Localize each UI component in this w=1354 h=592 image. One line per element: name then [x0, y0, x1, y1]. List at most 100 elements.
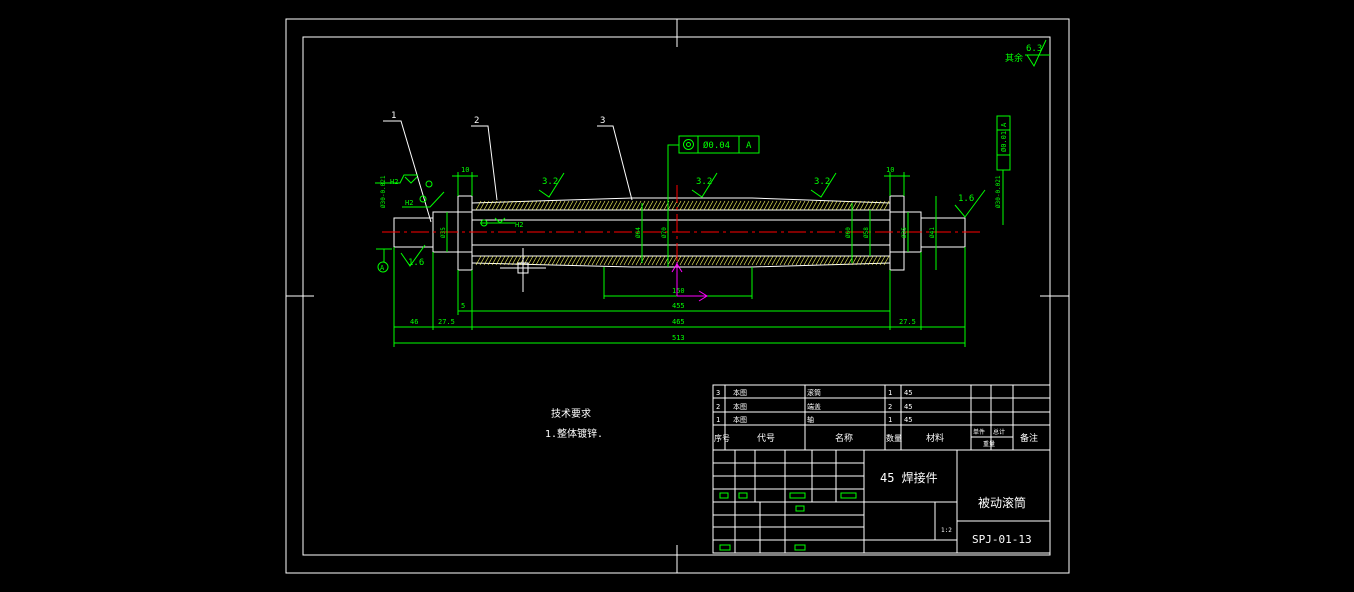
hatch-line — [479, 255, 486, 266]
hatch-line — [635, 200, 642, 211]
hatch-line — [787, 200, 794, 211]
right-frame-datum: A — [1000, 122, 1008, 127]
hatch-line — [755, 200, 762, 211]
bom-row-3-name: 轴 — [807, 415, 814, 424]
hatch-line — [851, 200, 858, 211]
svg-text:A: A — [380, 264, 385, 272]
hatch-line — [603, 200, 610, 211]
svg-text:H2: H2 — [390, 178, 398, 186]
hatch-line — [679, 255, 686, 266]
dia-35-left: Ø35 — [440, 227, 447, 238]
hatch-line — [731, 255, 738, 266]
hatch-line — [587, 200, 594, 211]
hatch-line — [679, 200, 686, 211]
hatch-line — [571, 200, 578, 211]
hatch-line — [519, 200, 526, 211]
crosshair-cursor — [500, 248, 546, 292]
hatch-line — [579, 255, 586, 266]
hatch-line — [767, 255, 774, 266]
hatch-line — [539, 255, 546, 266]
hatch-line — [591, 255, 598, 266]
hatch-line — [815, 200, 822, 211]
hatch-line — [751, 200, 758, 211]
hatch-line — [587, 255, 594, 266]
bom-row-2-code: 本图 — [733, 402, 747, 411]
bom-row-1-qty: 1 — [888, 389, 892, 397]
hatch-line — [623, 200, 630, 211]
hatch-line — [567, 255, 574, 266]
bom-row-3-no: 1 — [716, 416, 720, 424]
hatch-line — [595, 200, 602, 211]
title-block-grid — [712, 449, 1051, 554]
hatch-line — [511, 255, 518, 266]
hatch-line — [479, 200, 486, 211]
hatch-line — [815, 255, 822, 266]
hatch-line — [835, 200, 842, 211]
hatch-line — [659, 200, 666, 211]
hatch-line — [771, 255, 778, 266]
svg-text:3.2: 3.2 — [542, 177, 558, 187]
hatch-line — [807, 200, 814, 211]
hatch-line — [563, 200, 570, 211]
svg-text:H2: H2 — [515, 221, 523, 229]
hatch-bottom — [475, 255, 890, 266]
hatch-line — [631, 200, 638, 211]
hatch-line — [563, 255, 570, 266]
title-part-name: 被动滚筒 — [978, 495, 1026, 510]
axis-arrow-x — [677, 290, 708, 302]
bom-row-3-mat: 45 — [904, 416, 912, 424]
dim-150: 150 — [672, 287, 685, 295]
hatch-line — [759, 200, 766, 211]
hatch-line — [703, 200, 710, 211]
hatch-line — [579, 200, 586, 211]
hatch-line — [559, 255, 566, 266]
hatch-line — [655, 200, 662, 211]
hatch-line — [495, 200, 502, 211]
hatch-line — [803, 200, 810, 211]
hatch-line — [751, 255, 758, 266]
hatch-line — [627, 200, 634, 211]
hatch-line — [715, 255, 722, 266]
hatch-line — [771, 200, 778, 211]
hatch-line — [819, 255, 826, 266]
hatch-line — [615, 200, 622, 211]
hatch-line — [743, 255, 750, 266]
hatch-line — [619, 200, 626, 211]
balloon-3-leader — [597, 125, 633, 201]
hatch-line — [811, 200, 818, 211]
dim-465: 465 — [672, 318, 685, 326]
hatch-line — [787, 255, 794, 266]
hatch-line — [883, 200, 890, 211]
hatch-line — [695, 200, 702, 211]
hatch-line — [687, 200, 694, 211]
roughness-symbol — [1025, 39, 1050, 68]
hatch-line — [515, 200, 522, 211]
hatch-line — [703, 255, 710, 266]
hatch-line — [859, 200, 866, 211]
roughness-other-label: 其余 — [1005, 52, 1023, 64]
tech-req-title: 技术要求 — [551, 407, 591, 420]
hatch-line — [531, 255, 538, 266]
title-material: 45 焊接件 — [880, 470, 938, 485]
hatch-line — [859, 255, 866, 266]
circular-runout-icon-inner — [686, 142, 691, 147]
tolerance-value: Ø0.04 — [703, 140, 730, 151]
hatch-line — [647, 255, 654, 266]
weld-symbol-inner: H2 — [480, 217, 523, 229]
dia-35-right: Ø35 — [901, 227, 908, 238]
bom-header-code: 代号 — [757, 433, 775, 444]
hatch-line — [543, 255, 550, 266]
roughness-other-value: 6.3 — [1026, 44, 1042, 54]
hatch-line — [499, 200, 506, 211]
hatch-line — [475, 255, 482, 266]
dia-41: Ø41 — [929, 227, 936, 238]
hatch-line — [503, 255, 510, 266]
hatch-line — [591, 200, 598, 211]
hatch-line — [875, 255, 882, 266]
hatch-line — [483, 255, 490, 266]
hatch-line — [791, 200, 798, 211]
bom-row-1-mat: 45 — [904, 389, 912, 397]
dim-10-right-text: 10 — [886, 166, 894, 174]
svg-text:1.6: 1.6 — [958, 194, 974, 204]
